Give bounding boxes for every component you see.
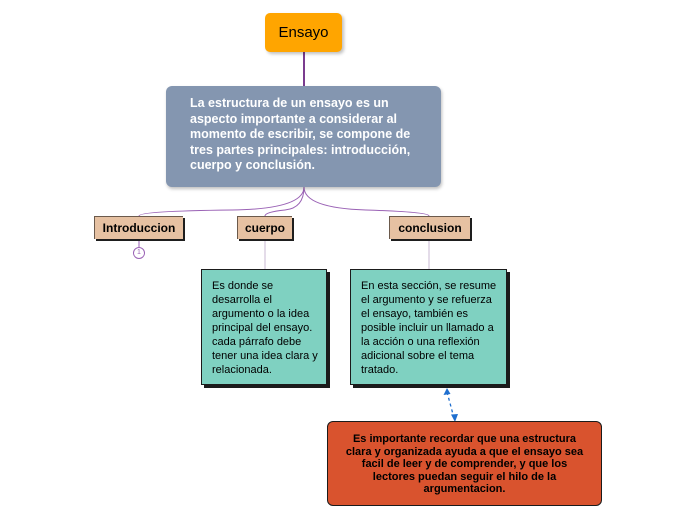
root-label: Ensayo xyxy=(278,24,329,41)
branch-cuerpo-label: cuerpo xyxy=(244,221,285,235)
main-topic-node[interactable]: La estructura de un ensayo es un aspecto… xyxy=(166,86,441,187)
branch-conclusion[interactable]: conclusion xyxy=(389,216,470,239)
branch-introduccion-label: Introduccion xyxy=(102,221,176,235)
main-topic-text: La estructura de un ensayo es un aspecto… xyxy=(190,96,411,172)
note-card[interactable]: Es importante recordar que una estructur… xyxy=(327,421,602,506)
conclusion-detail-text: En esta sección, se resume el argumento … xyxy=(361,280,497,376)
conclusion-detail-card[interactable]: En esta sección, se resume el argumento … xyxy=(350,269,507,385)
connector-introduccion xyxy=(138,186,305,217)
dashed-link-arrow-start xyxy=(443,388,451,395)
collapsed-count-badge[interactable]: 1 xyxy=(133,247,145,259)
dashed-link-arrow-end xyxy=(451,414,458,422)
branch-conclusion-label: conclusion xyxy=(398,221,462,235)
cuerpo-detail-card[interactable]: Es donde se desarrolla el argumento o la… xyxy=(201,269,327,385)
branch-cuerpo[interactable]: cuerpo xyxy=(237,216,292,239)
cuerpo-detail-text: Es donde se desarrolla el argumento o la… xyxy=(212,280,318,376)
connector-cuerpo xyxy=(264,186,305,217)
note-text: Es importante recordar que una estructur… xyxy=(345,433,584,495)
connector-conclusion xyxy=(303,186,430,217)
branch-introduccion[interactable]: Introduccion xyxy=(94,216,183,239)
dashed-link xyxy=(446,391,455,419)
root-node-ensayo[interactable]: Ensayo xyxy=(265,13,342,52)
